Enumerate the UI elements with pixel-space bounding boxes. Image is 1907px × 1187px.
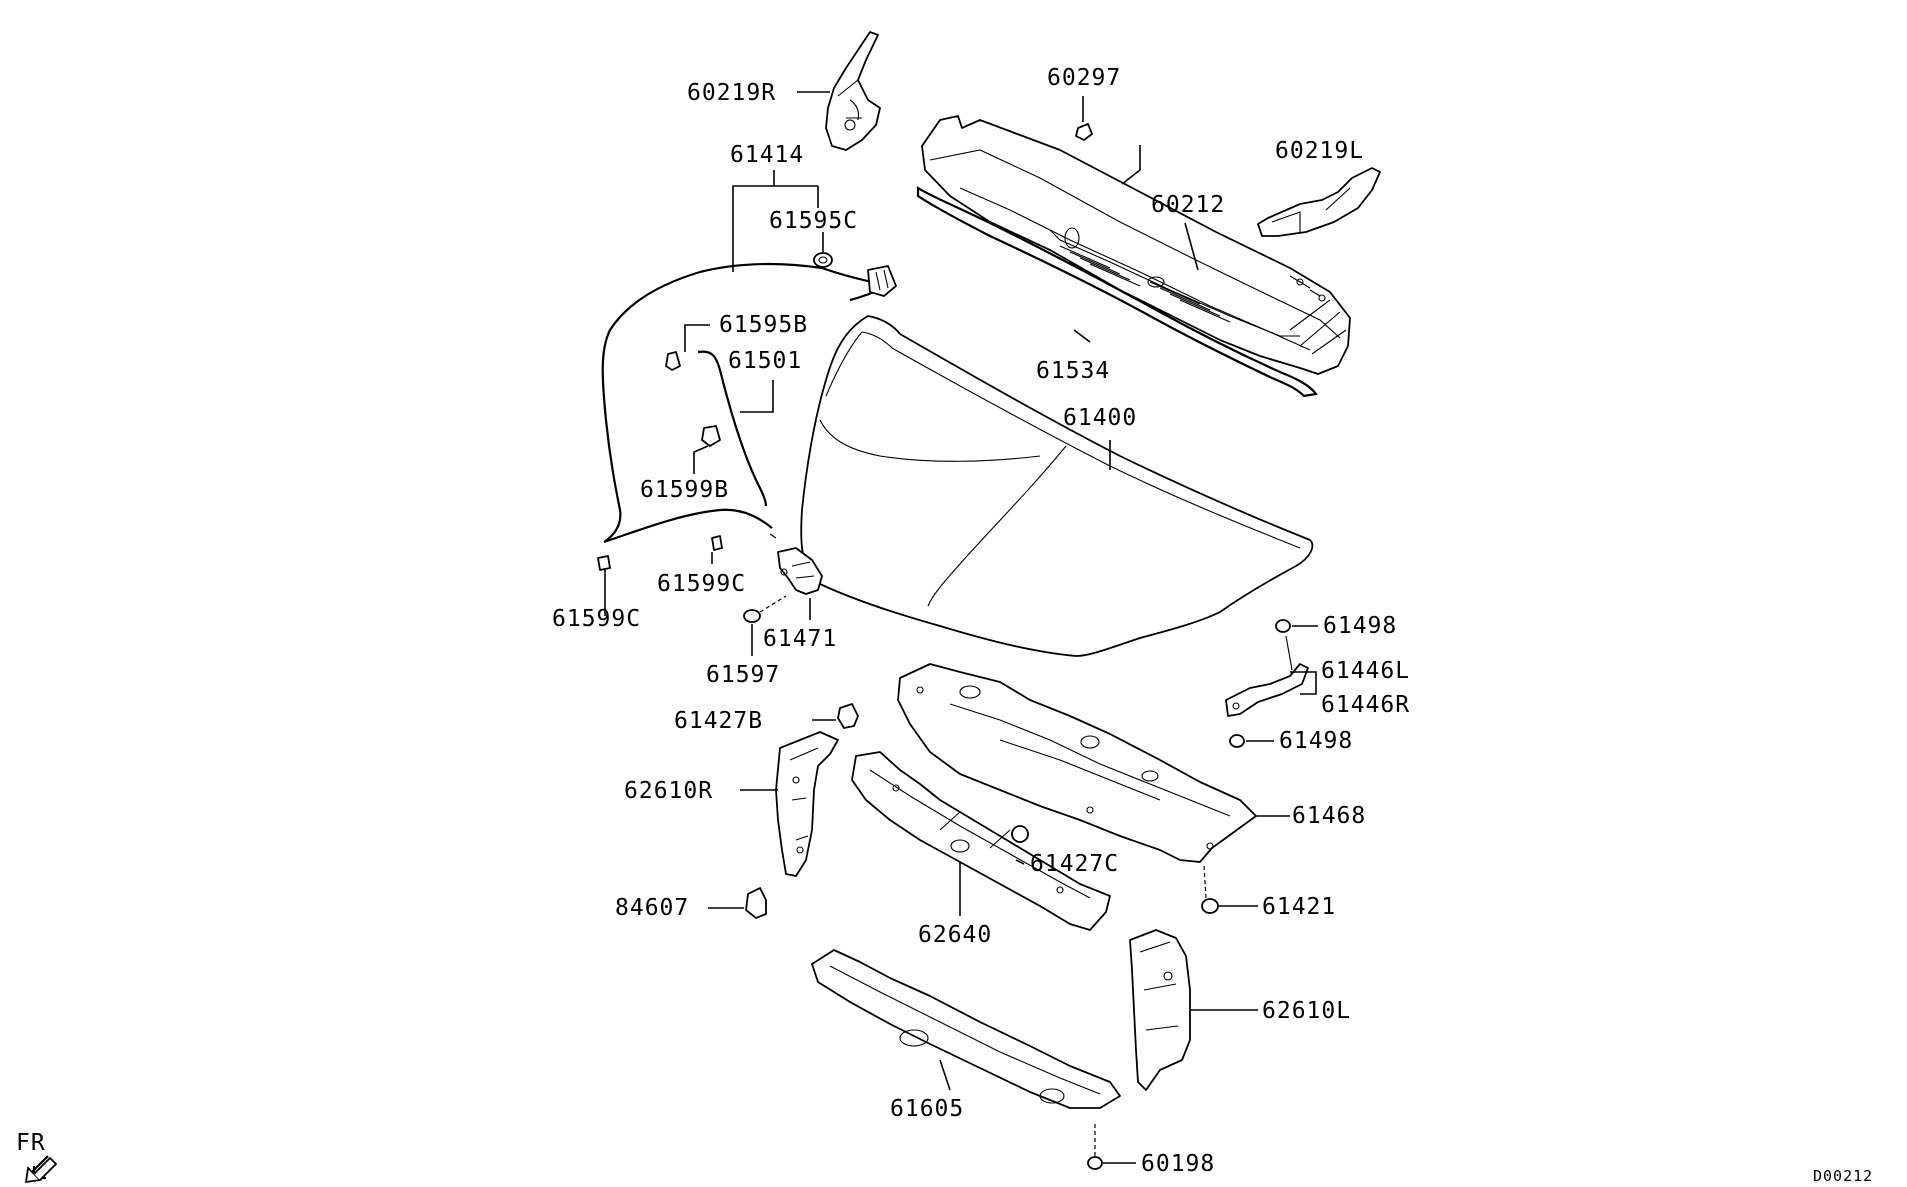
label-62640: 62640	[918, 922, 992, 948]
part-61605-drawing	[811, 949, 1121, 1109]
label-61400: 61400	[1063, 405, 1137, 431]
part-61599C-drawing-b	[711, 535, 723, 551]
part-60212-drawing	[921, 115, 1351, 375]
part-61421-drawing	[1201, 865, 1219, 914]
label-61599C-a: 61599C	[552, 606, 641, 632]
part-61400-drawing	[800, 315, 1314, 657]
part-61534-drawing	[916, 185, 1318, 398]
part-61498-drawing-a	[1275, 619, 1291, 633]
front-label: FR	[16, 1130, 46, 1156]
part-61427C-drawing	[1011, 825, 1029, 843]
part-61595C-drawing	[813, 252, 833, 268]
label-61471: 61471	[763, 626, 837, 652]
label-61446L: 61446L	[1321, 658, 1410, 684]
label-60219L: 60219L	[1275, 138, 1364, 164]
part-60198-drawing	[1087, 1122, 1103, 1170]
part-61414-drawing	[601, 262, 897, 544]
label-60219R: 60219R	[687, 80, 776, 106]
label-61414: 61414	[730, 142, 804, 168]
diagram-code: D00212	[1813, 1167, 1873, 1185]
label-61427B: 61427B	[674, 708, 763, 734]
label-61605: 61605	[890, 1096, 964, 1122]
part-60297-drawing	[1075, 123, 1093, 141]
part-60219R-drawing	[825, 31, 881, 151]
label-61599B: 61599B	[640, 477, 729, 503]
part-61595B-drawing	[665, 351, 681, 371]
part-61501-drawing	[697, 350, 768, 507]
label-60212: 60212	[1151, 192, 1225, 218]
label-62610R: 62610R	[624, 778, 713, 804]
part-61446-drawing	[1225, 635, 1309, 717]
part-60219L-drawing	[1257, 167, 1381, 237]
part-84607-drawing	[745, 887, 767, 919]
label-61427C: 61427C	[1030, 851, 1119, 877]
label-60198: 60198	[1141, 1151, 1215, 1177]
label-61599C-b: 61599C	[657, 571, 746, 597]
part-62610L-drawing	[1129, 929, 1191, 1091]
front-direction-indicator: FR	[16, 1130, 58, 1184]
label-61498-a: 61498	[1323, 613, 1397, 639]
part-labels: 60219R 60297 60219L 61414 61595C 60212 6…	[552, 65, 1410, 1177]
part-61599B-drawing	[701, 425, 721, 447]
part-61427B-drawing	[837, 703, 859, 729]
label-61595C: 61595C	[769, 208, 858, 234]
part-61597-drawing	[743, 595, 787, 623]
label-61501: 61501	[728, 348, 802, 374]
part-62610R-drawing	[775, 731, 839, 877]
part-61471-drawing	[769, 533, 823, 595]
label-61421: 61421	[1262, 894, 1336, 920]
part-62640-drawing	[851, 751, 1111, 931]
label-62610L: 62610L	[1262, 998, 1351, 1024]
label-61446R: 61446R	[1321, 692, 1410, 718]
part-61599C-drawing-a	[597, 555, 611, 571]
label-84607: 84607	[615, 895, 689, 921]
label-61468: 61468	[1292, 803, 1366, 829]
label-61498-b: 61498	[1279, 728, 1353, 754]
part-61498-drawing-b	[1229, 734, 1245, 748]
label-61597: 61597	[706, 662, 780, 688]
leader-lines	[604, 91, 1318, 1164]
label-61595B: 61595B	[719, 312, 808, 338]
part-61468-drawing	[897, 663, 1257, 863]
label-60297: 60297	[1047, 65, 1121, 91]
label-61534: 61534	[1036, 358, 1110, 384]
